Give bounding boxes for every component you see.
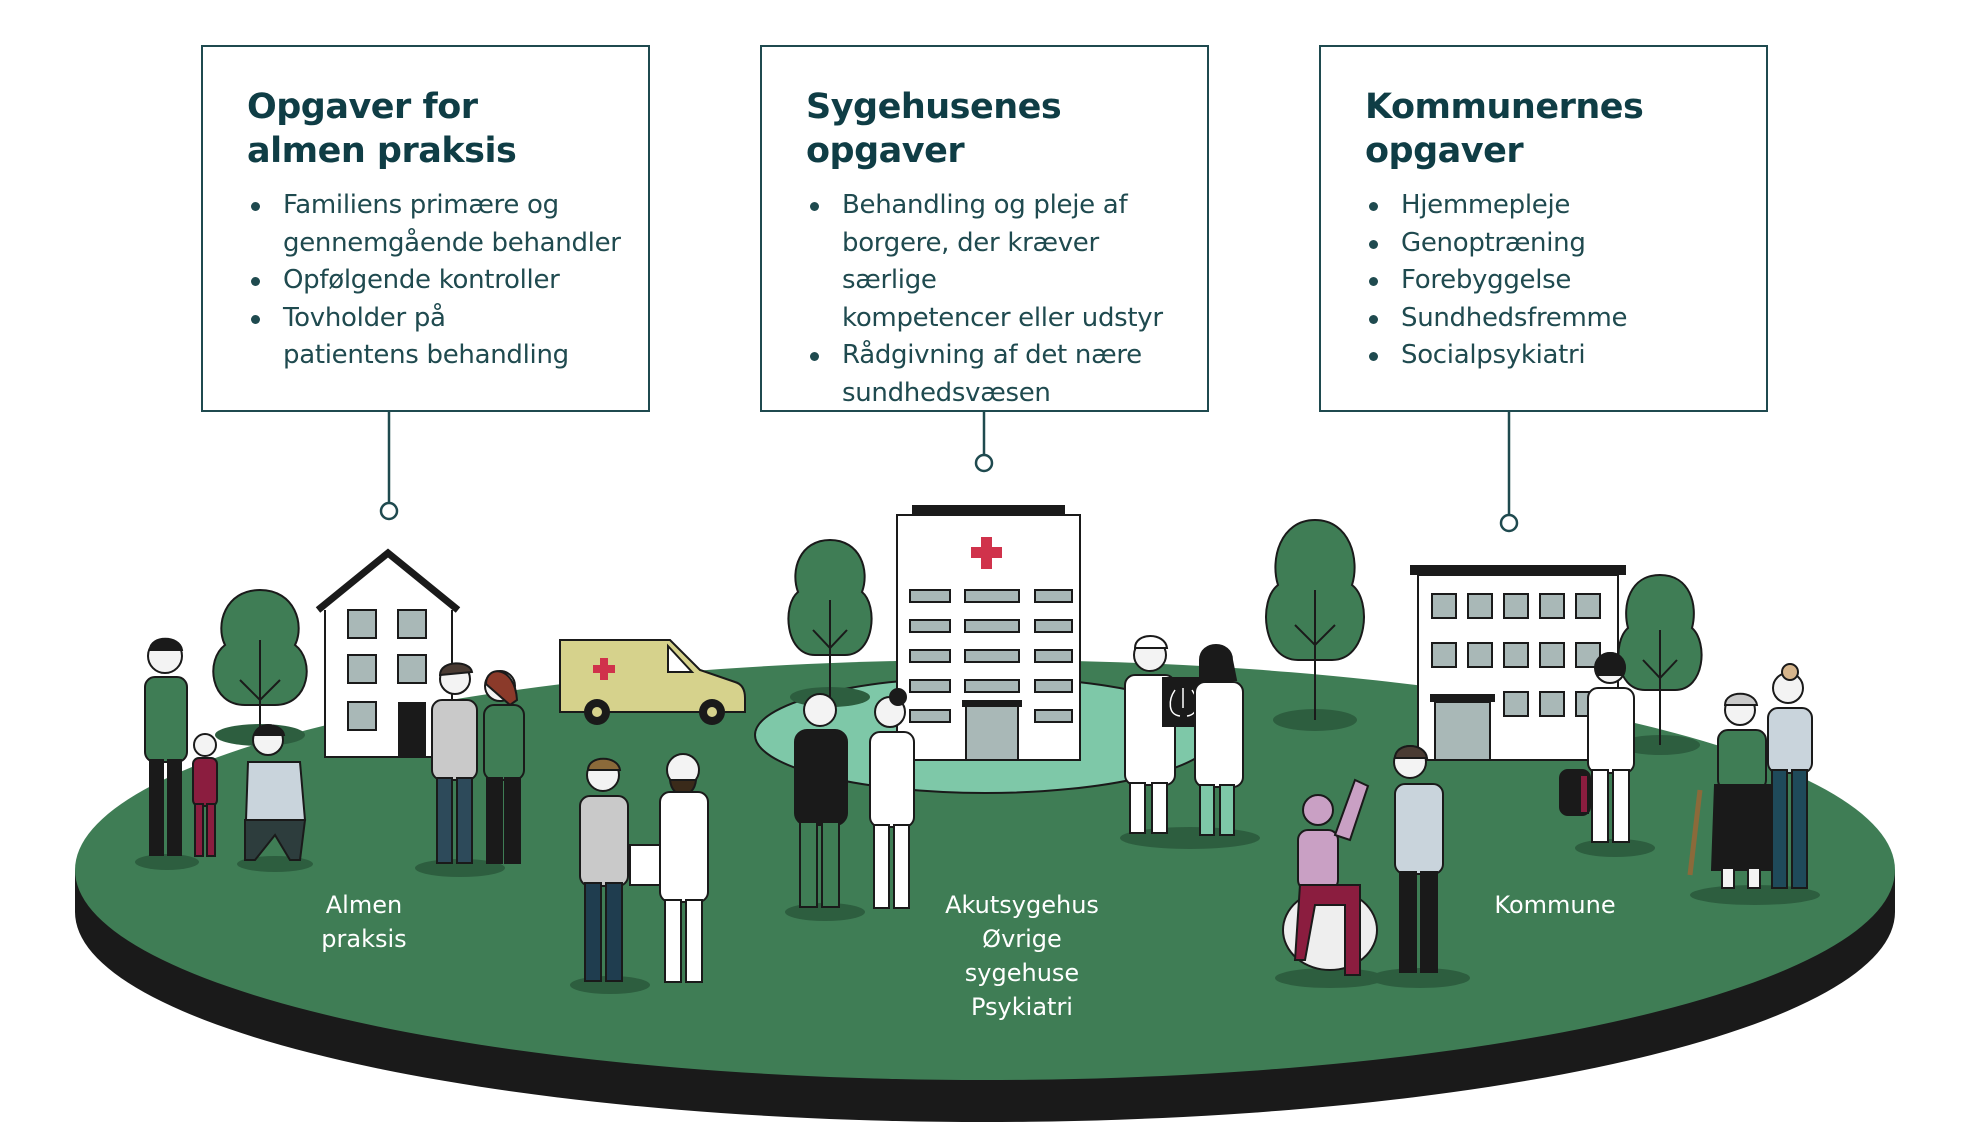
sygehus-task-list: Behandling og pleje af borgere, der kræv… xyxy=(806,187,1187,412)
task-item: Socialpsykiatri xyxy=(1365,337,1746,375)
almen-praksis-task-box: Opgaver for almen praksis Familiens prim… xyxy=(201,45,650,412)
task-item: Rådgivning af det nære sundhedsvæsen xyxy=(806,337,1187,412)
person-icon xyxy=(1275,778,1385,988)
person-icon xyxy=(1559,652,1655,857)
sygehus-box-title: Sygehusenes opgaver xyxy=(806,87,1062,171)
kommune-task-list: Hjemmepleje Genoptræning Forebyggelse Su… xyxy=(1365,187,1746,375)
person-icon xyxy=(869,688,915,909)
task-item: Tovholder på patientens behandling xyxy=(247,300,628,375)
person-icon xyxy=(135,637,199,870)
hospital-icon xyxy=(896,505,1081,761)
person-icon xyxy=(659,753,709,983)
task-item: Behandling og pleje af borgere, der kræv… xyxy=(806,187,1187,337)
house-icon xyxy=(315,548,461,758)
tree-icon xyxy=(212,588,308,746)
people xyxy=(135,635,1820,994)
ground-label-almen-praksis: Almen praksis xyxy=(321,891,407,953)
ground-label-kommune: Kommune xyxy=(1494,891,1616,919)
ambulance-icon xyxy=(559,639,746,725)
kommune-box-title: Kommunernes opgaver xyxy=(1365,87,1644,171)
person-icon xyxy=(1687,692,1820,905)
task-item: Familiens primære og gennemgående behand… xyxy=(247,187,628,262)
person-icon xyxy=(483,670,525,864)
connector-dot-almen xyxy=(379,501,399,521)
task-item: Opfølgende kontroller xyxy=(247,262,628,300)
person-icon xyxy=(415,662,505,877)
almen-praksis-task-list: Familiens primære og gennemgående behand… xyxy=(247,187,628,375)
connector-lines xyxy=(379,412,1519,533)
trees xyxy=(212,518,1703,755)
ground-label-sygehuse: Akutsygehus Øvrige sygehuse Psykiatri xyxy=(945,891,1099,1021)
task-item: Genoptræning xyxy=(1365,225,1746,263)
tree-icon xyxy=(1617,573,1703,755)
person-icon xyxy=(237,724,313,872)
task-item: Hjemmepleje xyxy=(1365,187,1746,225)
kommune-task-box: Kommunernes opgaver Hjemmepleje Genoptræ… xyxy=(1319,45,1768,412)
person-icon xyxy=(570,757,661,994)
task-item: Forebyggelse xyxy=(1365,262,1746,300)
almen-praksis-box-title: Opgaver for almen praksis xyxy=(247,87,517,171)
person-icon xyxy=(1767,663,1813,889)
tree-icon xyxy=(1265,518,1365,731)
person-icon xyxy=(192,733,218,857)
connector-dot-kommune xyxy=(1499,513,1519,533)
person-icon xyxy=(1194,644,1244,836)
person-icon xyxy=(1370,745,1470,988)
sygehus-task-box: Sygehusenes opgaver Behandling og pleje … xyxy=(760,45,1209,412)
task-item: Sundhedsfremme xyxy=(1365,300,1746,338)
connector-dot-sygehus xyxy=(974,453,994,473)
person-icon xyxy=(785,693,865,921)
